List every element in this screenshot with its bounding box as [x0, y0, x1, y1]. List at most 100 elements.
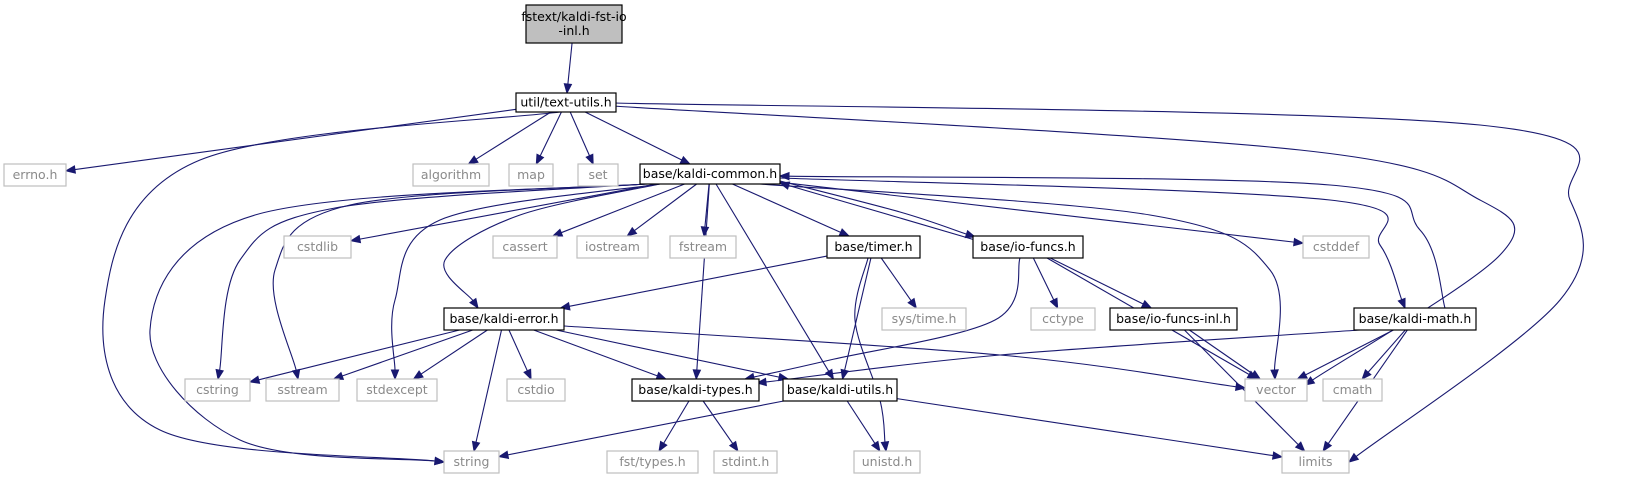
node-kaldi-types[interactable]: base/kaldi-types.h	[631, 378, 760, 402]
arrowhead-icon	[1140, 299, 1153, 309]
node-box	[606, 450, 699, 474]
node-kaldi-utils[interactable]: base/kaldi-utils.h	[782, 378, 898, 402]
arrowhead-icon	[692, 369, 702, 381]
node-algorithm: algorithm	[412, 163, 490, 187]
node-text-utils[interactable]: util/text-utils.h	[515, 92, 617, 113]
node-map: map	[508, 163, 554, 187]
edge-line	[779, 177, 1403, 300]
edge-line	[613, 102, 1584, 457]
edge-kaldi-common-to-cassert	[551, 183, 685, 237]
edge-kaldi-types-to-stdint	[702, 400, 739, 453]
edge-line	[475, 111, 552, 160]
node-label: vector	[1256, 382, 1297, 397]
edge-line	[702, 400, 734, 444]
arrowhead-icon	[497, 450, 510, 460]
edge-line	[508, 329, 528, 372]
arrowhead-icon	[1294, 441, 1306, 452]
edge-line	[258, 329, 460, 381]
node-unistd: unistd.h	[853, 450, 921, 474]
node-label: limits	[1298, 454, 1332, 469]
arrowhead-icon	[907, 297, 918, 310]
edge-timer-to-unistd	[854, 257, 890, 453]
edge-kaldi-common-to-cstddef	[779, 181, 1305, 247]
edge-line	[779, 181, 1295, 243]
node-label: errno.h	[13, 167, 58, 182]
node-cassert: cassert	[492, 235, 558, 259]
arrowhead-icon	[679, 155, 692, 165]
edge-kaldi-common-to-cstring	[215, 183, 646, 381]
arrowhead-icon	[658, 440, 668, 453]
node-box	[639, 163, 781, 185]
edges-layer	[64, 42, 1584, 466]
edge-line	[788, 175, 1446, 309]
edge-line	[715, 183, 830, 372]
node-sys-time: sys/time.h	[881, 307, 967, 331]
node-label: string	[454, 454, 490, 469]
edge-kaldi-common-to-string	[149, 183, 646, 466]
arrowhead-icon	[535, 153, 545, 166]
edge-line	[896, 398, 1274, 457]
node-label: base/io-funcs-inl.h	[1116, 311, 1231, 326]
node-box	[283, 235, 352, 259]
node-label: util/text-utils.h	[520, 94, 611, 109]
arrowhead-icon	[755, 377, 767, 387]
edge-kaldi-common-to-kaldi-utils	[715, 183, 835, 381]
edge-io-funcs-to-kaldi-common	[778, 181, 976, 241]
arrowhead-icon	[434, 456, 446, 466]
arrowhead-icon	[778, 171, 790, 181]
edge-kaldi-math-to-kaldi-common	[778, 171, 1446, 309]
node-box	[1302, 235, 1370, 259]
edge-line	[1367, 329, 1406, 373]
node-label: map	[517, 167, 545, 182]
node-kaldi-math[interactable]: base/kaldi-math.h	[1353, 307, 1477, 331]
node-limits: limits	[1281, 450, 1350, 474]
edge-text-utils-to-algorithm	[467, 111, 552, 165]
arrowhead-icon	[471, 440, 481, 453]
arrowhead-icon	[412, 370, 424, 380]
edge-line	[569, 111, 591, 156]
node-box	[576, 235, 649, 259]
node-label: base/kaldi-types.h	[638, 382, 752, 397]
node-label: base/kaldi-common.h	[643, 166, 777, 181]
node-label: cstdio	[517, 382, 554, 397]
node-io-funcs-inl[interactable]: base/io-funcs-inl.h	[1109, 307, 1238, 331]
node-kaldi-common[interactable]: base/kaldi-common.h	[639, 163, 781, 185]
node-io-funcs[interactable]: base/io-funcs.h	[972, 235, 1084, 259]
node-label: set	[588, 167, 607, 182]
node-string: string	[443, 450, 500, 474]
node-box	[356, 378, 438, 402]
node-kaldi-error[interactable]: base/kaldi-error.h	[443, 307, 565, 331]
node-box	[1353, 307, 1477, 331]
edge-kaldi-error-to-stdexcept	[412, 329, 488, 380]
node-label: stdexcept	[366, 382, 427, 397]
node-box	[506, 378, 566, 402]
edge-kaldi-types-to-fst-types	[658, 400, 690, 453]
node-box	[184, 378, 251, 402]
node-box	[972, 235, 1084, 259]
node-timer[interactable]: base/timer.h	[826, 235, 921, 259]
edge-line	[342, 329, 473, 377]
edge-line	[149, 183, 646, 462]
edge-line	[475, 329, 503, 443]
edge-line	[359, 183, 657, 240]
arrowhead-icon	[840, 368, 849, 381]
edge-line	[563, 325, 1237, 388]
node-set: set	[577, 163, 619, 187]
node-cmath: cmath	[1322, 378, 1383, 402]
arrowhead-icon	[585, 153, 594, 166]
edge-text-utils-to-set	[569, 111, 594, 166]
edge-line	[272, 183, 649, 371]
arrowhead-icon	[880, 441, 890, 453]
arrowhead-icon	[1293, 237, 1305, 247]
edge-line	[74, 108, 517, 171]
arrowhead-icon	[1049, 297, 1059, 310]
edge-kaldi-error-to-cstring	[248, 329, 460, 384]
edge-line	[1049, 257, 1144, 305]
edge-kaldi-math-to-kaldi-types	[755, 329, 1361, 387]
edge-line	[533, 329, 658, 377]
edge-kaldi-common-to-io-funcs	[779, 180, 977, 239]
node-root[interactable]: fstext/kaldi-fst-io-inl.h	[521, 4, 627, 44]
arrowhead-icon	[469, 297, 479, 310]
edge-line	[753, 257, 1021, 378]
arrowhead-icon	[778, 181, 791, 190]
